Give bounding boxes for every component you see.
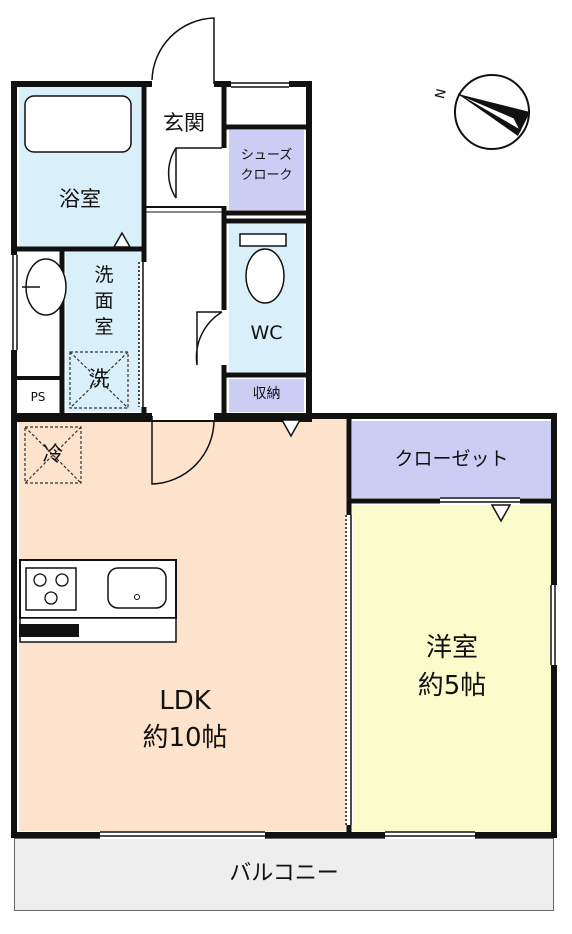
closet-door-gap	[440, 497, 520, 505]
front-door-gap	[152, 80, 214, 89]
ldk-door-swing	[151, 416, 215, 485]
toilet-tank-icon	[239, 233, 287, 247]
label-washroom-line2: 面	[94, 290, 114, 312]
label-western-size: 約5帖	[417, 671, 487, 701]
label-ps: PS	[30, 390, 46, 404]
label-entrance: 玄関	[163, 111, 205, 135]
stove-icon	[25, 567, 77, 611]
label-washroom-line3: 室	[94, 316, 114, 338]
label-washroom-line1: 洗	[94, 264, 114, 286]
label-bath: 浴室	[59, 187, 101, 211]
storage-door-marker	[280, 419, 302, 438]
closet	[352, 421, 551, 498]
label-storage: 収納	[252, 386, 281, 402]
label-closet: クローゼット	[394, 448, 509, 470]
label-ldk: LDK	[159, 686, 211, 716]
bath-step-marker	[112, 231, 132, 248]
top-window-gap	[231, 80, 289, 89]
closet-door-marker	[490, 504, 512, 523]
side-window-gap	[550, 585, 558, 665]
bathtub-icon	[24, 95, 132, 153]
compass-icon	[454, 74, 530, 150]
entrance	[141, 87, 224, 207]
label-balcony: バルコニー	[229, 861, 339, 886]
ldk-door-gap	[152, 412, 214, 420]
toilet-bowl-icon	[245, 248, 285, 304]
wc-door-swing	[195, 311, 223, 366]
label-wc: WC	[250, 322, 283, 344]
kitchen-dark-strip	[19, 624, 79, 637]
front-door-swing	[151, 17, 215, 84]
label-washer: 洗	[88, 367, 110, 391]
wc-door-gap	[220, 310, 228, 365]
label-shoe-closet-line1: シューズ	[240, 148, 293, 163]
western-room	[352, 505, 551, 831]
label-western: 洋室	[425, 633, 478, 663]
shoe-closet	[229, 130, 304, 210]
western-window-gap	[385, 831, 475, 839]
washer-space	[69, 351, 129, 409]
shoe-door-gap	[220, 148, 228, 206]
ldk-window-gap	[100, 831, 265, 839]
label-shoe-closet-line2: クローク	[240, 168, 293, 183]
wash-window-gap	[10, 255, 18, 350]
label-fridge: 冷	[42, 442, 64, 466]
western-sliding-gap	[345, 515, 353, 825]
balcony	[14, 838, 554, 911]
kitchen-sink-icon	[107, 567, 167, 609]
fridge-space	[24, 426, 82, 484]
storage	[229, 379, 304, 412]
label-ldk-size: 約10帖	[142, 723, 228, 753]
